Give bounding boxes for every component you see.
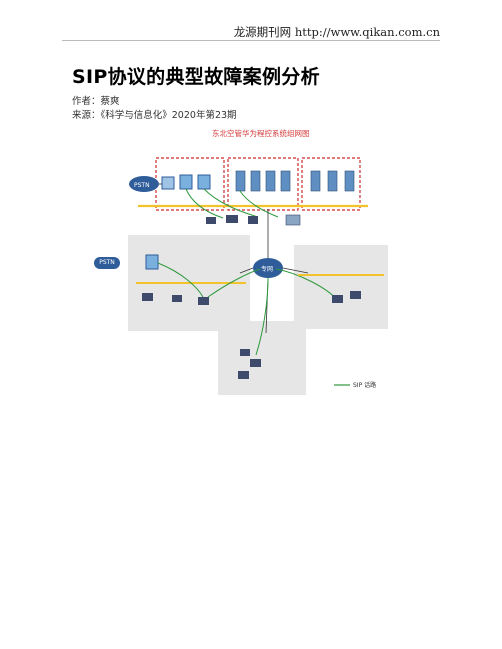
phone-icon <box>240 349 250 356</box>
phone-icon <box>142 293 153 301</box>
switch-icon <box>179 174 193 190</box>
legend-label: SIP 话路 <box>353 381 376 389</box>
phone-icon <box>172 295 182 302</box>
source-label: 来源： <box>72 110 101 121</box>
phone-icon <box>198 297 209 305</box>
phone-icon <box>332 295 343 303</box>
lan-label: 专网 <box>261 265 273 273</box>
switch-icon <box>145 254 159 270</box>
server-icon <box>235 170 246 192</box>
phone-icon <box>238 371 249 379</box>
gateway-icon <box>161 176 175 190</box>
phone-icon <box>206 217 216 224</box>
server-icon <box>344 170 355 192</box>
journal-site-header: 龙源期刊网 http://www.qikan.com.cn <box>233 25 440 39</box>
switch-icon <box>197 174 211 190</box>
network-diagram-figure: 东北空管华为程控系统组网图 PSTN <box>128 123 388 395</box>
server-icon <box>250 170 261 192</box>
server-icon <box>327 170 338 192</box>
phone-icon <box>248 216 258 224</box>
server-icon <box>265 170 276 192</box>
author-line: 作者：蔡爽 <box>72 93 120 107</box>
diagram-title: 东北空管华为程控系统组网图 <box>212 128 310 138</box>
network-diagram: 东北空管华为程控系统组网图 PSTN <box>128 123 388 395</box>
source-name: 《科学与信息化》2020年第23期 <box>100 110 237 121</box>
pstn-label-1: PSTN <box>134 182 150 189</box>
pstn-cloud-icon: PSTN <box>129 176 159 192</box>
source-line: 来源：《科学与信息化》2020年第23期 <box>72 107 237 121</box>
branch-zone-right <box>294 245 388 329</box>
terminal-icon <box>285 214 301 226</box>
pstn-cloud-icon: PSTN <box>94 257 120 269</box>
server-icon <box>280 170 291 192</box>
author-name: 蔡爽 <box>100 96 120 107</box>
article-title: SIP协议的典型故障案例分析 <box>72 66 320 88</box>
server-icon <box>310 170 321 192</box>
phone-icon <box>226 215 238 223</box>
pstn-label-2: PSTN <box>99 259 115 266</box>
header-divider <box>62 40 440 41</box>
phone-icon <box>250 359 261 367</box>
phone-icon <box>350 291 361 299</box>
lan-cloud-icon: 专网 <box>253 258 283 278</box>
author-label: 作者： <box>72 96 101 107</box>
